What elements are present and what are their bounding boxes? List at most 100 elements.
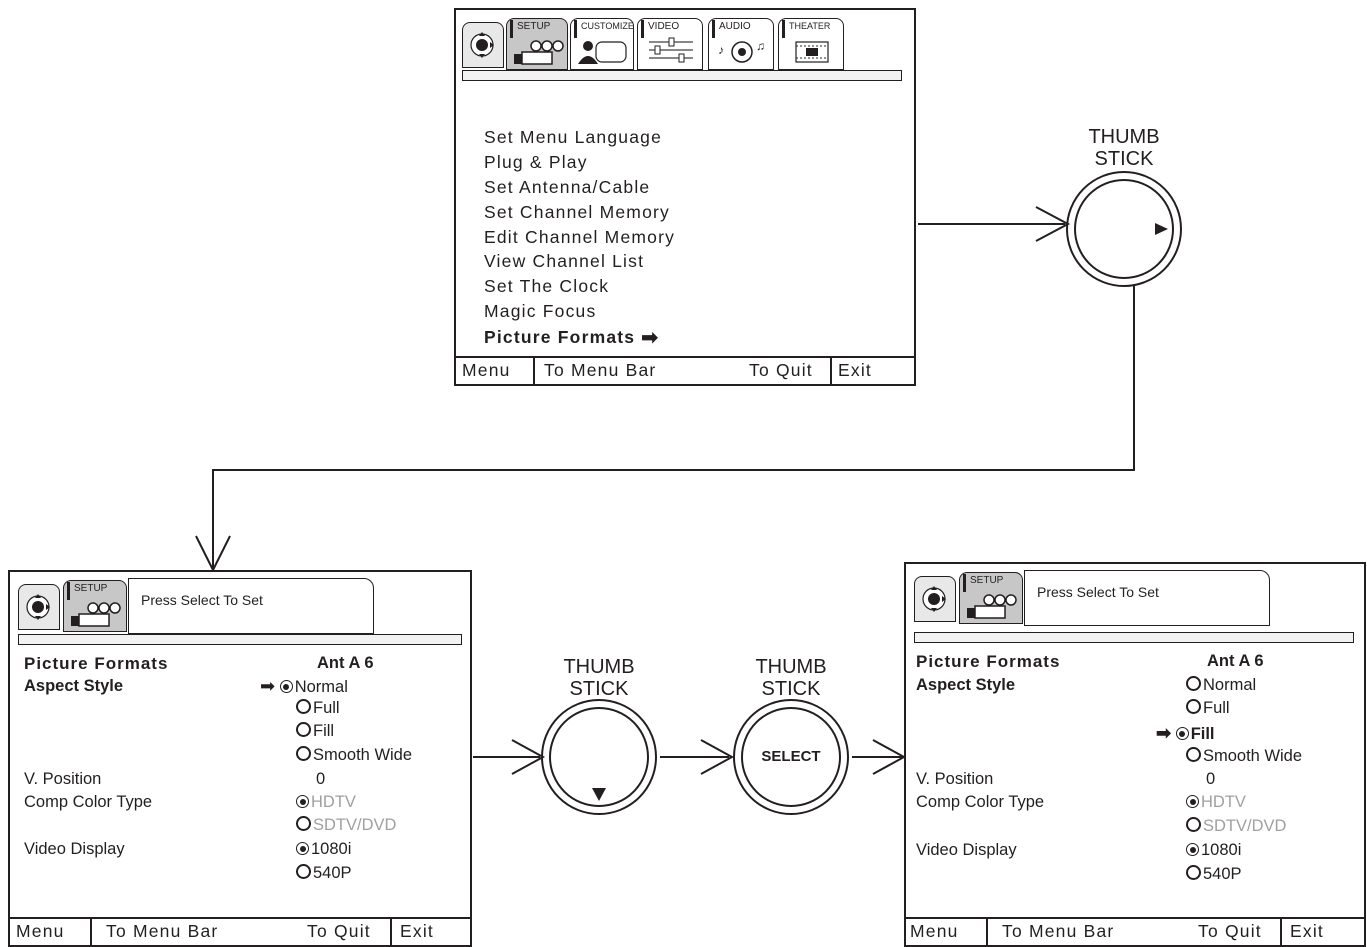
prompt-box: Press Select To Set xyxy=(1024,570,1270,626)
select-pad-icon xyxy=(26,594,50,620)
vposition-value[interactable]: 0 xyxy=(316,770,326,788)
radio-icon xyxy=(296,864,311,879)
menu-item-set-channel-memory[interactable]: Set Channel Memory xyxy=(484,202,670,222)
radio-icon xyxy=(296,816,311,831)
tab-setup[interactable]: SETUP xyxy=(959,572,1023,624)
radio-icon xyxy=(296,699,311,714)
menu-item-magic-focus[interactable]: Magic Focus xyxy=(484,301,597,321)
channel-label: Ant A 6 xyxy=(1207,652,1264,670)
radio-selected-icon xyxy=(1186,843,1199,856)
select-pad-icon xyxy=(922,586,946,612)
footer-exit[interactable]: Exit xyxy=(1290,921,1324,941)
thumb-stick-select xyxy=(733,699,849,815)
footer-to-quit: To Quit xyxy=(307,921,371,941)
prompt-box: Press Select To Set xyxy=(128,578,374,634)
down-pointer-icon xyxy=(592,788,606,801)
radio-selected-icon xyxy=(279,680,293,693)
footer-bar: Menu To Menu Bar To Quit Exit xyxy=(456,356,914,384)
vposition-label: V. Position xyxy=(24,770,102,788)
radio-icon xyxy=(1186,817,1201,832)
menu-item-picture-formats[interactable]: Picture Formats ➡ xyxy=(484,327,660,349)
film-icon xyxy=(795,41,829,63)
menu-item-view-channel-list[interactable]: View Channel List xyxy=(484,251,645,271)
aspect-option-normal[interactable]: Normal xyxy=(1186,676,1256,695)
footer-menu[interactable]: Menu xyxy=(910,921,959,941)
video-display-label: Video Display xyxy=(916,841,1017,859)
comp-option-sdtv: SDTV/DVD xyxy=(1186,817,1286,836)
footer-to-quit: To Quit xyxy=(1198,921,1262,941)
tab-customize[interactable]: CUSTOMIZE xyxy=(570,18,634,70)
radio-selected-icon xyxy=(1175,727,1189,740)
video-display-label: Video Display xyxy=(24,840,125,858)
comp-option-hdtv: HDTV xyxy=(296,793,356,812)
aspect-option-smooth-wide[interactable]: Smooth Wide xyxy=(1186,747,1302,766)
page-title: Picture Formats xyxy=(24,654,169,673)
footer-exit[interactable]: Exit xyxy=(838,360,872,380)
radio-icon xyxy=(1186,676,1201,691)
aspect-style-label: Aspect Style xyxy=(24,677,124,695)
aspect-style-label: Aspect Style xyxy=(916,676,1016,694)
footer-exit[interactable]: Exit xyxy=(400,921,434,941)
top-menu-screen: SETUP CUSTOMIZE VIDEO AUDIO xyxy=(454,8,916,386)
left-picture-formats-screen: SETUP Press Select To Set Picture Format… xyxy=(8,570,472,947)
right-picture-formats-screen: SETUP Press Select To Set Picture Format… xyxy=(904,562,1366,947)
radio-icon xyxy=(1186,865,1201,880)
video-option-540p[interactable]: 540P xyxy=(296,864,352,883)
customize-icon xyxy=(578,41,627,64)
thumb-stick-mid xyxy=(541,699,657,815)
tab-audio[interactable]: AUDIO ♪ ♫ xyxy=(708,18,774,70)
tab-video[interactable]: VIDEO xyxy=(637,18,703,70)
aspect-option-smooth-wide[interactable]: Smooth Wide xyxy=(296,746,412,765)
tab-theater[interactable]: THEATER xyxy=(778,18,844,70)
nav-button[interactable] xyxy=(914,576,956,622)
arrow-right-icon: ➡ xyxy=(641,327,660,349)
aspect-option-full[interactable]: Full xyxy=(1186,699,1230,718)
footer-to-quit: To Quit xyxy=(749,360,813,380)
radio-icon xyxy=(296,746,311,761)
tab-setup[interactable]: SETUP xyxy=(506,18,568,70)
footer-menu[interactable]: Menu xyxy=(16,921,65,941)
aspect-option-fill[interactable]: Fill xyxy=(296,722,334,741)
vposition-value[interactable]: 0 xyxy=(1206,770,1216,788)
menu-item-edit-channel-memory[interactable]: Edit Channel Memory xyxy=(484,227,676,247)
aspect-option-fill[interactable]: ➡ Fill xyxy=(1156,723,1215,743)
projector-icon xyxy=(967,594,1017,619)
menu-item-set-the-clock[interactable]: Set The Clock xyxy=(484,276,610,296)
thumb-stick-top xyxy=(1066,171,1182,287)
video-option-1080i[interactable]: 1080i xyxy=(1186,841,1241,860)
svg-text:♫: ♫ xyxy=(756,39,765,53)
footer-to-menu-bar: To Menu Bar xyxy=(544,360,657,380)
arrowhead-select-stick xyxy=(700,739,735,775)
svg-text:♪: ♪ xyxy=(718,43,724,57)
menu-item-set-antenna-cable[interactable]: Set Antenna/Cable xyxy=(484,177,651,197)
channel-label: Ant A 6 xyxy=(317,654,374,672)
footer-menu[interactable]: Menu xyxy=(462,360,511,380)
radio-selected-icon xyxy=(296,795,309,808)
select-pad-icon xyxy=(470,32,494,58)
radio-icon xyxy=(296,722,311,737)
nav-button[interactable] xyxy=(18,584,60,630)
projector-icon xyxy=(514,40,564,65)
comp-option-hdtv: HDTV xyxy=(1186,793,1246,812)
page-title: Picture Formats xyxy=(916,652,1061,671)
footer-to-menu-bar: To Menu Bar xyxy=(106,921,219,941)
video-option-540p[interactable]: 540P xyxy=(1186,865,1242,884)
vposition-label: V. Position xyxy=(916,770,994,788)
aspect-option-normal[interactable]: ➡ Normal xyxy=(260,676,348,696)
tab-setup[interactable]: SETUP xyxy=(63,580,127,632)
arrow-right-icon: ➡ xyxy=(260,676,276,696)
aspect-option-full[interactable]: Full xyxy=(296,699,340,718)
menu-item-set-menu-language[interactable]: Set Menu Language xyxy=(484,127,663,147)
comp-option-sdtv: SDTV/DVD xyxy=(296,816,396,835)
radio-icon xyxy=(1186,699,1201,714)
nav-button[interactable] xyxy=(462,22,504,68)
video-option-1080i[interactable]: 1080i xyxy=(296,840,351,859)
select-button[interactable]: SELECT xyxy=(761,748,821,765)
menu-bar-strip xyxy=(462,70,902,81)
comp-color-label: Comp Color Type xyxy=(24,793,153,811)
menu-item-plug-and-play[interactable]: Plug & Play xyxy=(484,152,588,172)
menu-bar-strip xyxy=(18,634,462,645)
